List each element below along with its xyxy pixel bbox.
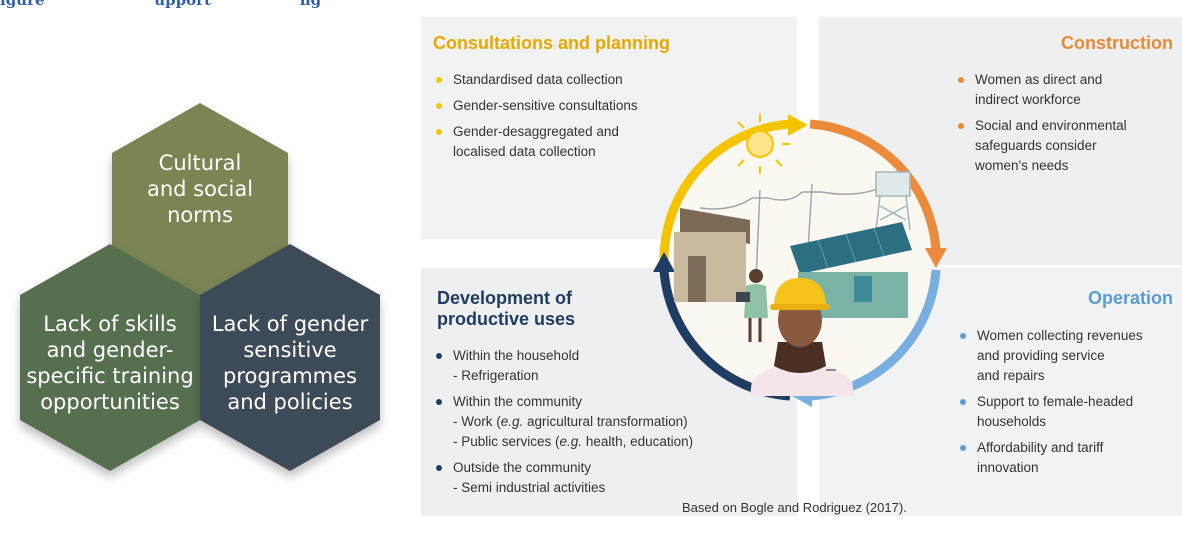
source-note: Based on Bogle and Rodriguez (2017).: [682, 500, 907, 515]
bullet-icon: [436, 77, 442, 83]
cycle-arc-construction: [809, 119, 941, 251]
list-item: Gender-desaggregated and localised data …: [433, 122, 673, 162]
bullet-icon: [436, 399, 442, 405]
bullet-icon: [958, 77, 964, 83]
hexagon-label-policies: Lack of gender sensitive programmes and …: [211, 312, 369, 414]
figure-header-fragment: igure upport ng: [0, 0, 321, 9]
bullet-icon: [436, 129, 442, 135]
list-item: Gender-sensitive consultations: [433, 96, 673, 116]
list-item: Social and environmental safeguards cons…: [955, 116, 1175, 176]
lifecycle-illustration: [653, 114, 947, 407]
list-item: Women as direct and indirect workforce: [955, 70, 1175, 110]
bullet-icon: [436, 103, 442, 109]
cycle-arrow-development: [653, 252, 675, 272]
hexagon-lack-of-skills: [20, 244, 200, 471]
cycle-arc-consultations: [659, 119, 791, 261]
title-construction: Construction: [1061, 33, 1173, 53]
title-operation: Operation: [1087, 288, 1173, 308]
list-item: Support to female-headed households: [957, 392, 1179, 432]
list-consultations: Standardised data collection Gender-sens…: [433, 70, 673, 168]
bullet-icon: [960, 399, 966, 405]
list-item: Women collecting revenues and providing …: [957, 326, 1179, 386]
bullet-icon: [436, 465, 442, 471]
sun-icon: [730, 114, 790, 174]
hexagon-lack-of-policies: [200, 244, 380, 471]
bullet-icon: [958, 123, 964, 129]
bullet-icon: [960, 445, 966, 451]
hexagon-label-cultural: Cultural and social norms: [146, 151, 254, 227]
title-development: Development of productive uses: [437, 288, 576, 329]
cycle-arrow-construction: [925, 248, 947, 268]
hexagon-cluster: [20, 103, 380, 471]
list-item: Standardised data collection: [433, 70, 673, 90]
hexagon-cultural-norms: [112, 103, 288, 301]
bullet-icon: [436, 353, 442, 359]
list-item: Within the household- Refrigeration: [433, 346, 733, 386]
list-item: Within the community- Work (e.g. agricul…: [433, 392, 733, 452]
figure-header-text: igure upport ng: [0, 0, 322, 9]
water-tower-icon: [875, 171, 911, 231]
list-construction: Women as direct and indirect workforce S…: [955, 70, 1175, 182]
list-item: Affordability and tariff innovation: [957, 438, 1179, 478]
house-icon: [674, 208, 750, 302]
worker-hard-hat-icon: [750, 278, 854, 396]
title-consultations: Consultations and planning: [433, 33, 670, 53]
woman-with-laptop-icon: [736, 269, 768, 342]
list-item: Outside the community- Semi industrial a…: [433, 458, 733, 498]
hexagon-label-skills: Lack of skills and gender- specific trai…: [26, 312, 194, 414]
list-operation: Women collecting revenues and providing …: [957, 326, 1179, 484]
list-development: Within the household- Refrigeration With…: [433, 346, 733, 504]
bullet-icon: [960, 333, 966, 339]
cycle-arrow-consultations: [788, 114, 808, 136]
